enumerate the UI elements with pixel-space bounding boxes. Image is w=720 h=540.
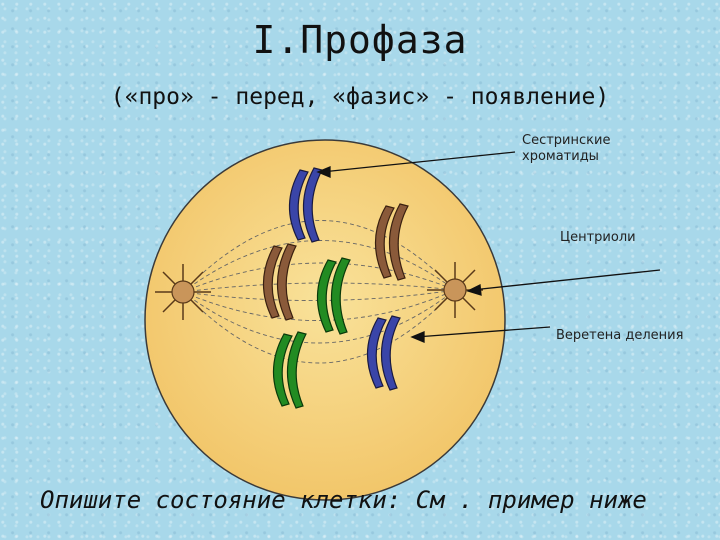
- footer-instruction: Опишите состояние клетки: См . пример ни…: [40, 486, 647, 514]
- label-spindle: Веретена деления: [556, 328, 684, 343]
- chromosome-green-bottom: [272, 331, 307, 409]
- slide-title: I.Профаза: [252, 18, 468, 62]
- chromosome-green-middle: [316, 257, 351, 335]
- chromosome-blue-bottom: [366, 315, 401, 391]
- label-centrioles: Центриоли: [560, 230, 636, 245]
- centriole-left: [155, 264, 211, 320]
- chromosome-brown-top: [374, 203, 409, 281]
- pointer-lines: [316, 151, 661, 343]
- label-chromatids: Сестринские хроматиды: [522, 133, 611, 164]
- slide-subtitle: («про» - перед, «фазис» - появление): [110, 84, 610, 110]
- centriole-right: [427, 262, 483, 318]
- chromosome-blue-top: [288, 167, 323, 243]
- chromosome-brown-left: [262, 243, 297, 321]
